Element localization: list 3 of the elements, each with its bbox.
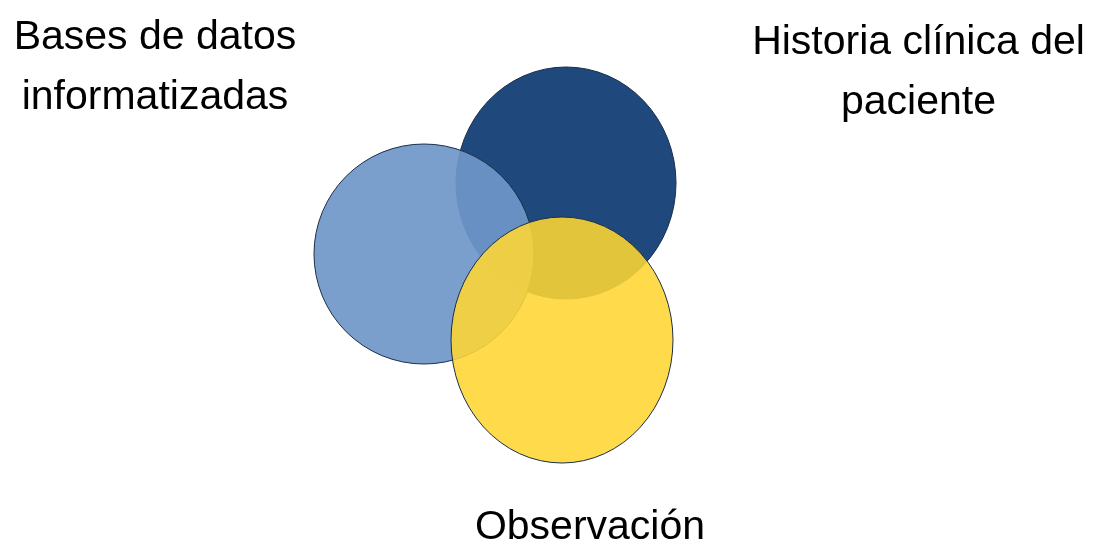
circle-label: Historia clínica del paciente xyxy=(751,16,1086,125)
circle-label: Observación xyxy=(473,501,707,548)
circle-label: Bases de datos informatizadas xyxy=(12,11,298,120)
